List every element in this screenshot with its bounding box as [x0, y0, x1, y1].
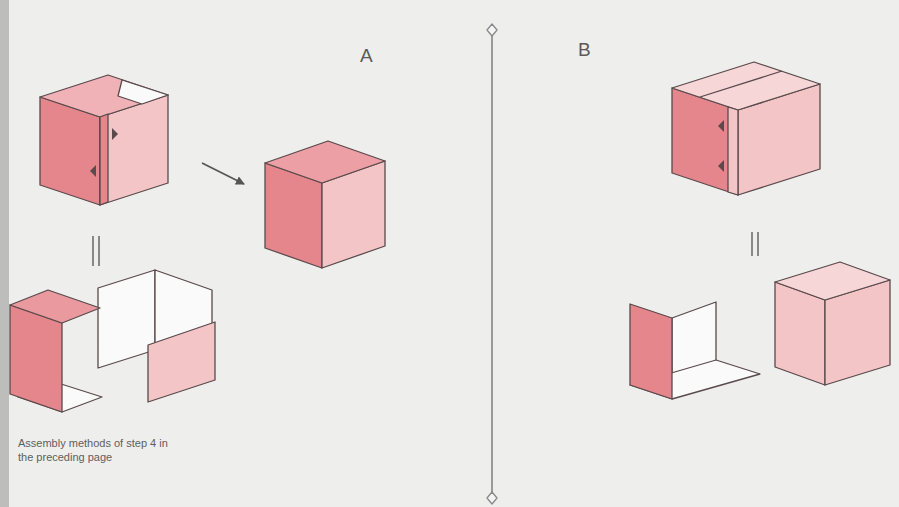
divider-end	[487, 24, 497, 36]
seam-arrow	[718, 120, 724, 132]
divider-end	[487, 492, 497, 504]
divider-line	[491, 30, 493, 498]
caption-text: Assembly methods of step 4 in the preced…	[18, 437, 170, 465]
light-piece-face	[148, 322, 215, 402]
seam-arrow	[718, 160, 724, 172]
seam-arrow	[90, 165, 96, 177]
cube-seam	[700, 71, 782, 97]
direction-arrow	[202, 163, 244, 184]
dark-piece-face	[10, 305, 62, 412]
cube-face-top	[40, 75, 168, 117]
section-letter: B	[578, 40, 591, 59]
equals-mark	[757, 232, 759, 256]
page-edge-shadow	[0, 0, 9, 507]
cube-face-top	[672, 62, 820, 110]
equals-mark	[751, 232, 753, 256]
cube-notch	[118, 80, 168, 104]
cube-seam-strip	[100, 114, 108, 205]
equals-mark	[98, 236, 100, 266]
section-letter: A	[360, 46, 373, 65]
dark-piece-face	[630, 304, 672, 399]
equals-mark	[92, 236, 94, 266]
light-piece-top	[775, 262, 890, 300]
white-piece-wall	[98, 270, 155, 368]
cube-seam-strip	[728, 107, 738, 195]
dark-piece-flap	[10, 290, 100, 323]
seam-arrow	[112, 128, 118, 140]
cube-face-top	[265, 141, 385, 183]
